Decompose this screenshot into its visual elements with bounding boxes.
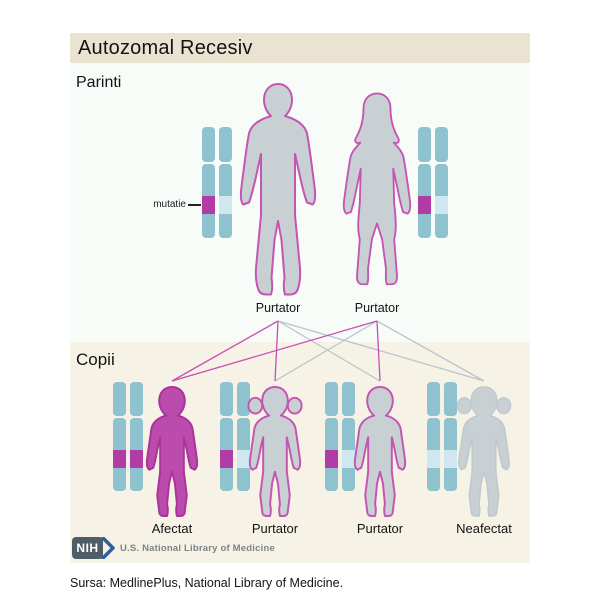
mother-figure [342,92,412,286]
father-status-label: Purtator [255,301,301,315]
male-silhouette [239,83,317,296]
mutation-band [418,196,431,214]
mutation-band [220,450,233,468]
normal-band [237,450,250,468]
chromosome-mutated [202,127,215,238]
child1-status-label: Afectat [151,521,193,536]
chromosome-normal [435,127,448,238]
mutation-band [130,450,143,468]
chromosome-mutated [418,127,431,238]
mutation-pointer-line [188,204,201,206]
page-title: Autozomal Recesiv [78,36,253,59]
child3-status-label: Purtator [356,521,404,536]
normal-band [444,450,457,468]
nih-org-text: U.S. National Library of Medicine [120,542,275,554]
mutation-label: mutatie [153,199,186,210]
pigtail-left [247,396,264,415]
normal-band [219,196,232,214]
father-figure [239,83,317,296]
chromosome-pair-child4 [427,382,457,491]
title-bar: Autozomal Recesiv [70,33,530,63]
mutation-band [325,450,338,468]
child4-figure-unaffected-girl [456,386,512,517]
pigtail-right [286,396,303,415]
nih-logo: NIH U.S. National Library of Medicine [72,537,275,559]
source-attribution: Sursa: MedlinePlus, National Library of … [70,576,344,590]
normal-band [435,196,448,214]
chromosome-normal [219,127,232,238]
parents-section-label: Parinti [76,74,122,91]
girl-silhouette [248,385,302,518]
female-silhouette [342,92,412,286]
girl-silhouette [458,386,510,517]
boy-silhouette [145,385,199,518]
chromosome-pair-child1 [113,382,143,491]
children-section-label: Copii [76,350,115,369]
normal-band [342,450,355,468]
pigtail-right [496,397,512,415]
chromosome-pair-mother [418,127,448,238]
child2-status-label: Purtator [251,521,299,536]
chromosome-pair-child2 [220,382,250,491]
boy-silhouette [353,385,407,518]
nih-chevron-icon [101,537,115,559]
child4-status-label: Neafectat [456,521,512,536]
chromosome-pair-child3 [325,382,355,491]
chromosome-pair-father [202,127,232,238]
child1-figure-affected-boy [145,385,199,518]
nih-abbr: NIH [76,541,99,555]
nih-logo-box: NIH [72,537,103,559]
child2-figure-carrier-girl [247,385,303,518]
child3-figure-carrier-boy [353,385,407,518]
mutation-band [113,450,126,468]
mother-status-label: Purtator [354,301,400,315]
parents-section [70,63,530,342]
mutation-band [202,196,215,214]
pigtail-left [456,397,472,415]
normal-band [427,450,440,468]
